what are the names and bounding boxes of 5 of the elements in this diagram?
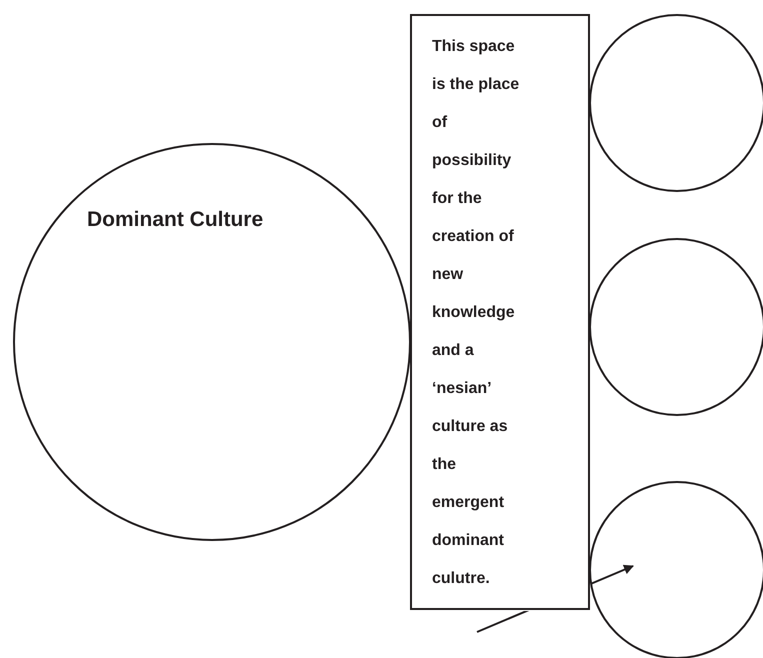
arrow <box>476 564 634 633</box>
description-text: This space is the place of possibility for the creation of new knowledge and a ‘nesian’ culture as the emergent dominant culutre. <box>432 37 520 589</box>
text-box <box>410 14 590 610</box>
empty-circle <box>589 481 763 658</box>
circle-label: Dominant Culture <box>87 207 264 232</box>
